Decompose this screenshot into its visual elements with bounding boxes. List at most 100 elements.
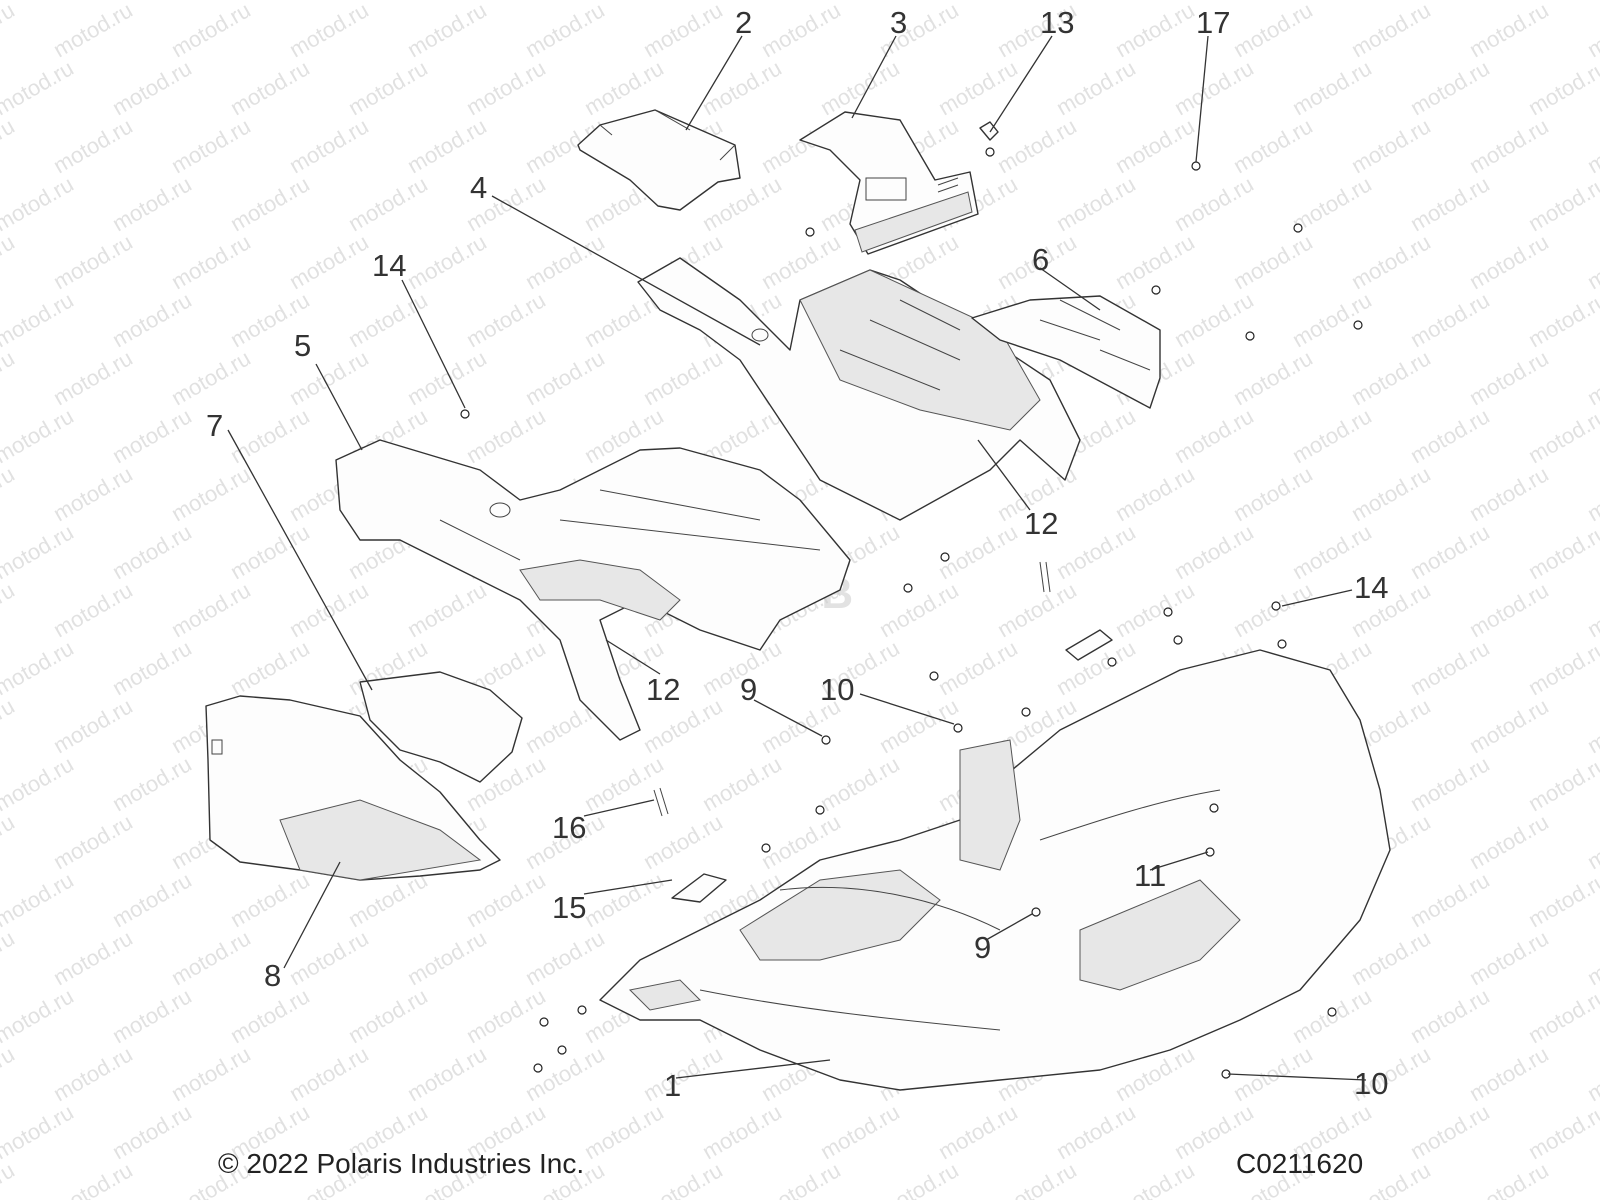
watermark-text: motod.ru xyxy=(1111,461,1199,526)
watermark-text: motod.ru xyxy=(1170,403,1258,468)
watermark-text: motod.ru xyxy=(0,577,19,642)
fastener xyxy=(1173,635,1183,645)
watermark-text: motod.ru xyxy=(1229,113,1317,178)
watermark-text: motod.ru xyxy=(49,229,137,294)
watermark-text: motod.ru xyxy=(1524,867,1600,932)
fastener-9 xyxy=(821,735,831,745)
watermark-text: motod.ru xyxy=(344,983,432,1048)
fastener xyxy=(1277,639,1287,649)
watermark-text: motod.ru xyxy=(875,577,963,642)
watermark-text: motod.ru xyxy=(1052,171,1140,236)
watermark-text: motod.ru xyxy=(639,809,727,874)
watermark-text: motod.ru xyxy=(108,1099,196,1164)
watermark-text: motod.ru xyxy=(1288,55,1376,120)
watermark-text: motod.ru xyxy=(1524,983,1600,1048)
watermark-text: motod.ru xyxy=(1583,113,1600,178)
watermark-text: motod.ru xyxy=(0,171,78,236)
leader-lines xyxy=(227,35,1367,1081)
watermark-text: motod.ru xyxy=(1052,519,1140,584)
watermark-text: motod.ru xyxy=(0,403,78,468)
part-bracket-right xyxy=(1065,629,1113,661)
fastener xyxy=(1293,223,1303,233)
watermark-text: motod.ru xyxy=(1229,1041,1317,1106)
watermark-text: motod.ru xyxy=(49,461,137,526)
watermark-text: motod.ru xyxy=(1229,345,1317,410)
callout-10-upper: 10 xyxy=(820,672,854,707)
watermark-text: motod.ru xyxy=(1465,1041,1553,1106)
watermark-text: motod.ru xyxy=(462,867,550,932)
watermark-text: motod.ru xyxy=(1347,229,1435,294)
part-3-plate xyxy=(799,111,979,255)
callout-14-right: 14 xyxy=(1354,570,1388,605)
watermark-text: motod.ru xyxy=(226,403,314,468)
callout-14-left: 14 xyxy=(372,248,406,283)
watermark-text: motod.ru xyxy=(875,0,963,62)
watermark-text: motod.ru xyxy=(1229,461,1317,526)
watermark-text: motod.ru xyxy=(226,55,314,120)
watermark-text: motod.ru xyxy=(698,1099,786,1164)
watermark-text: motod.ru xyxy=(1406,519,1494,584)
fastener xyxy=(929,671,939,681)
watermark-text: motod.ru xyxy=(1583,925,1600,990)
watermark-text: motod.ru xyxy=(1111,0,1199,62)
watermark-text: motod.ru xyxy=(521,0,609,62)
watermark-text: motod.ru xyxy=(1347,0,1435,62)
watermark-text: motod.ru xyxy=(403,1041,491,1106)
watermark-text: motod.ru xyxy=(1229,229,1317,294)
fastener xyxy=(557,1045,567,1055)
callout-1: 1 xyxy=(664,1068,681,1103)
watermark-text: motod.ru xyxy=(1524,751,1600,816)
watermark-text: motod.ru xyxy=(0,867,78,932)
fastener xyxy=(1327,1007,1337,1017)
watermark-text: motod.ru xyxy=(816,55,904,120)
watermark-text: motod.ru xyxy=(1406,171,1494,236)
fastener xyxy=(761,843,771,853)
watermark-text: motod.ru xyxy=(49,925,137,990)
watermark-text: motod.ru xyxy=(1583,229,1600,294)
watermark-text: motod.ru xyxy=(1347,461,1435,526)
watermark-text: motod.ru xyxy=(1583,693,1600,758)
watermark-text: motod.ru xyxy=(1465,925,1553,990)
fastener xyxy=(940,552,950,562)
callout-5: 5 xyxy=(294,328,311,363)
watermark-text: motod.ru xyxy=(167,925,255,990)
callout-labels: 2 3 13 17 4 14 5 7 6 12 12 14 9 10 16 15… xyxy=(206,5,1388,1103)
watermark-text: motod.ru xyxy=(1170,171,1258,236)
watermark-text: motod.ru xyxy=(1347,113,1435,178)
callout-13: 13 xyxy=(1040,5,1074,40)
part-15-bracket xyxy=(671,873,727,903)
watermark-text: motod.ru xyxy=(285,577,373,642)
watermark-text: motod.ru xyxy=(0,809,19,874)
part-6-side-panel xyxy=(971,295,1161,409)
part-5-front-cover xyxy=(335,439,851,741)
watermark-text: motod.ru xyxy=(521,229,609,294)
watermark-text: motod.ru xyxy=(1347,925,1435,990)
watermark-text: motod.ru xyxy=(1406,751,1494,816)
fastener xyxy=(539,1017,549,1027)
fastener-group xyxy=(460,223,1363,1079)
watermark-text: motod.ru xyxy=(1524,519,1600,584)
watermark-text: motod.ru xyxy=(1583,809,1600,874)
callout-12-lower: 12 xyxy=(646,672,680,707)
fastener xyxy=(903,583,913,593)
fastener xyxy=(815,805,825,815)
watermark-text: motod.ru xyxy=(285,229,373,294)
fastener xyxy=(533,1063,543,1073)
watermark-text: motod.ru xyxy=(1406,55,1494,120)
watermark-text: motod.ru xyxy=(1465,693,1553,758)
watermark-text: motod.ru xyxy=(0,983,78,1048)
watermark-text: motod.ru xyxy=(285,0,373,62)
watermark-text: motod.ru xyxy=(1524,171,1600,236)
watermark-text: motod.ru xyxy=(344,287,432,352)
part-1-main-body xyxy=(599,649,1391,1091)
watermark-text: motod.ru xyxy=(1524,287,1600,352)
watermark-text: motod.ru xyxy=(0,0,78,4)
fastener xyxy=(1021,707,1031,717)
watermark-text: motod.ru xyxy=(108,751,196,816)
fastener xyxy=(1209,803,1219,813)
watermark-text: motod.ru xyxy=(1583,0,1600,62)
watermark-text: motod.ru xyxy=(1406,1099,1494,1164)
watermark-text: motod.ru xyxy=(934,55,1022,120)
watermark-text: motod.ru xyxy=(934,635,1022,700)
